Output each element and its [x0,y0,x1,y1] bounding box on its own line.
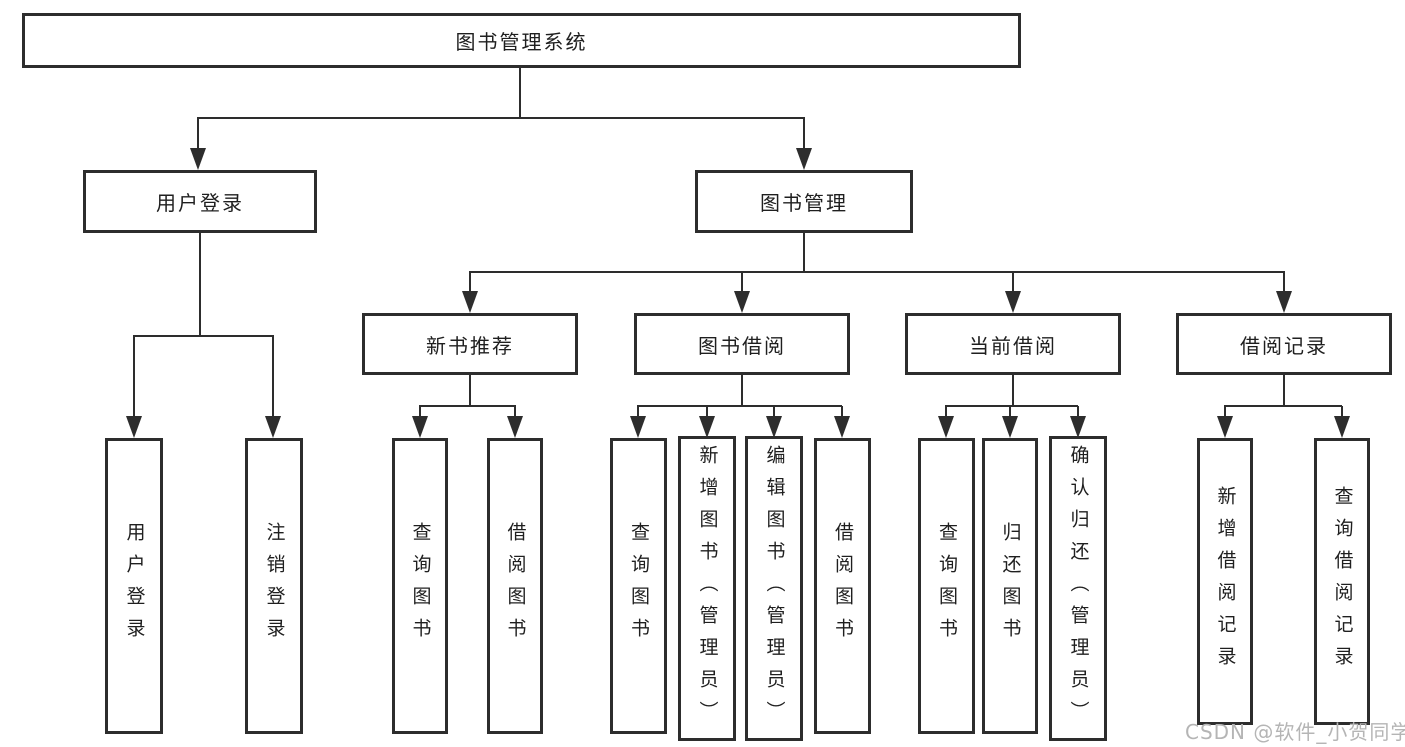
arrowhead [766,416,782,438]
connector-line [841,406,843,418]
connector-line [1224,406,1226,418]
leaf-label: 新增图书（管理员） [696,444,719,733]
leaf-query-books-recommend: 查询图书 [392,438,448,734]
arrowhead [1276,291,1292,313]
arrowhead [507,416,523,438]
leaf-query-borrow-record: 查询借阅记录 [1314,438,1370,725]
connector-line [514,406,516,418]
arrowhead [834,416,850,438]
arrowhead [462,291,478,313]
connector-line [419,406,421,418]
arrowhead [1070,416,1086,438]
connector-line [133,335,274,337]
arrowhead [1002,416,1018,438]
leaf-label: 查询图书 [628,522,650,650]
leaf-label: 确认归还（管理员） [1067,444,1090,733]
node-label: 当前借阅 [969,333,1057,358]
node-label: 图书管理系统 [455,30,588,54]
arrowhead [734,291,750,313]
node-book-management: 图书管理 [695,170,913,233]
node-label: 用户登录 [156,191,244,215]
arrowhead [630,416,646,438]
arrowhead [938,416,954,438]
connector-line [741,375,743,406]
node-label: 借阅记录 [1240,333,1328,358]
leaf-label: 注销登录 [263,522,286,650]
connector-line [133,336,135,416]
connector-line [1077,406,1079,418]
arrowhead [126,416,142,438]
leaf-label: 查询借阅记录 [1331,485,1354,678]
connector-line [197,118,199,150]
leaf-add-books-admin: 新增图书（管理员） [678,436,736,741]
arrowhead [190,148,206,170]
node-label: 图书借阅 [698,333,786,358]
leaf-label: 用户登录 [123,522,146,650]
arrowhead [412,416,428,438]
leaf-label: 新增借阅记录 [1214,485,1237,678]
connector-line [272,336,274,416]
leaf-borrow-books-recommend: 借阅图书 [487,438,543,734]
leaf-label: 编辑图书（管理员） [763,444,786,733]
connector-line [773,406,775,418]
connector-line [469,375,471,406]
connector-line [1012,375,1014,406]
node-current-borrowing: 当前借阅 [905,313,1121,375]
leaf-user-login: 用户登录 [105,438,163,734]
arrowhead [265,416,281,438]
arrowhead [1005,291,1021,313]
csdn-watermark: CSDN @软件_小贺同学 [1185,720,1405,744]
connector-line [803,118,805,150]
arrowhead [1217,416,1233,438]
leaf-add-borrow-record: 新增借阅记录 [1197,438,1253,725]
connector-line [945,406,947,418]
connector-line [1224,405,1342,407]
connector-line [706,406,708,418]
node-borrowing-records: 借阅记录 [1176,313,1392,375]
leaf-borrow-books: 借阅图书 [814,438,871,734]
connector-line [803,233,805,272]
connector-line [945,405,1078,407]
arrowhead [1334,416,1350,438]
node-label: 新书推荐 [426,333,514,358]
leaf-label: 查询图书 [409,522,432,650]
arrowhead [699,416,715,438]
connector-line [1283,375,1285,406]
leaf-edit-books-admin: 编辑图书（管理员） [745,436,803,741]
leaf-label: 借阅图书 [504,522,527,650]
connector-line [1009,406,1011,418]
leaf-label: 查询图书 [936,522,958,650]
connector-line [199,233,201,336]
leaf-logout: 注销登录 [245,438,303,734]
node-library-management-system: 图书管理系统 [22,13,1021,68]
connector-line [1341,406,1343,418]
node-label: 图书管理 [760,191,848,215]
leaf-query-books-current: 查询图书 [918,438,975,734]
node-new-book-recommendation: 新书推荐 [362,313,578,375]
arrowhead [796,148,812,170]
connector-line [637,405,842,407]
connector-line [741,272,743,292]
connector-line [519,68,521,118]
node-user-login: 用户登录 [83,170,317,233]
leaf-query-books-borrowing: 查询图书 [610,438,667,734]
connector-line [419,405,516,407]
leaf-label: 借阅图书 [832,522,854,650]
connector-line [469,272,471,292]
connector-line [469,271,1285,273]
leaf-confirm-return-admin: 确认归还（管理员） [1049,436,1107,741]
leaf-return-books: 归还图书 [982,438,1038,734]
connector-line [1012,272,1014,292]
connector-line [197,117,805,119]
connector-line [637,406,639,418]
connector-line [1283,272,1285,292]
node-book-borrowing: 图书借阅 [634,313,850,375]
leaf-label: 归还图书 [999,522,1022,650]
